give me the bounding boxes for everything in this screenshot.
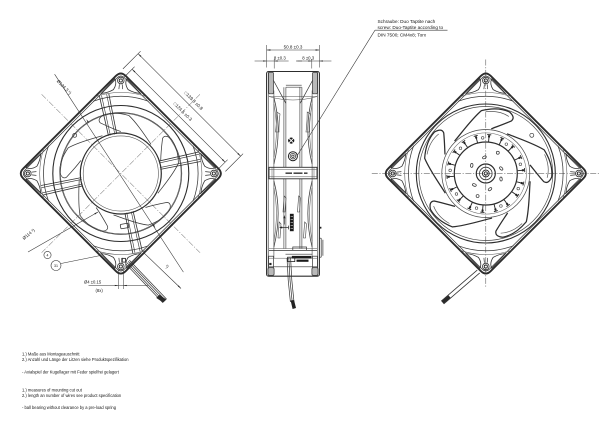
svg-text:8 ±0.3: 8 ±0.3 bbox=[302, 55, 315, 60]
svg-text:8 ±0.3: 8 ±0.3 bbox=[274, 55, 287, 60]
svg-text:2.) Anzahl und Länge der Litze: 2.) Anzahl und Länge der Litzen siehe Pr… bbox=[22, 357, 129, 362]
svg-text:- Axialspiel der Kugellager mi: - Axialspiel der Kugellager mit Feder sp… bbox=[22, 370, 120, 375]
svg-text:50.8 ±0.3: 50.8 ±0.3 bbox=[284, 45, 303, 50]
svg-text:Ø4 ±0.15: Ø4 ±0.15 bbox=[84, 279, 102, 284]
svg-text:Schraube: Duo Taptite nach: Schraube: Duo Taptite nach bbox=[378, 19, 436, 24]
svg-text:1.) Maße aus Montageauschnitt: 1.) Maße aus Montageauschnitt bbox=[22, 352, 80, 357]
svg-text:DIN 7500; CM4x8; Torx: DIN 7500; CM4x8; Torx bbox=[378, 33, 427, 38]
svg-text:31: 31 bbox=[54, 264, 58, 268]
svg-text:(8x): (8x) bbox=[96, 288, 104, 293]
svg-text:2.) length an number of wires: 2.) length an number of wires see produc… bbox=[22, 393, 122, 398]
svg-text:screw: Duo-Taptite according t: screw: Duo-Taptite according to bbox=[378, 25, 444, 30]
svg-text:²): ²) bbox=[164, 264, 170, 270]
svg-text:1.) measures of mounting cut o: 1.) measures of mounting cut out bbox=[22, 387, 83, 392]
svg-text:4: 4 bbox=[47, 254, 49, 258]
svg-text:- ball bearing without clearan: - ball bearing without clearance by a pr… bbox=[22, 405, 117, 410]
